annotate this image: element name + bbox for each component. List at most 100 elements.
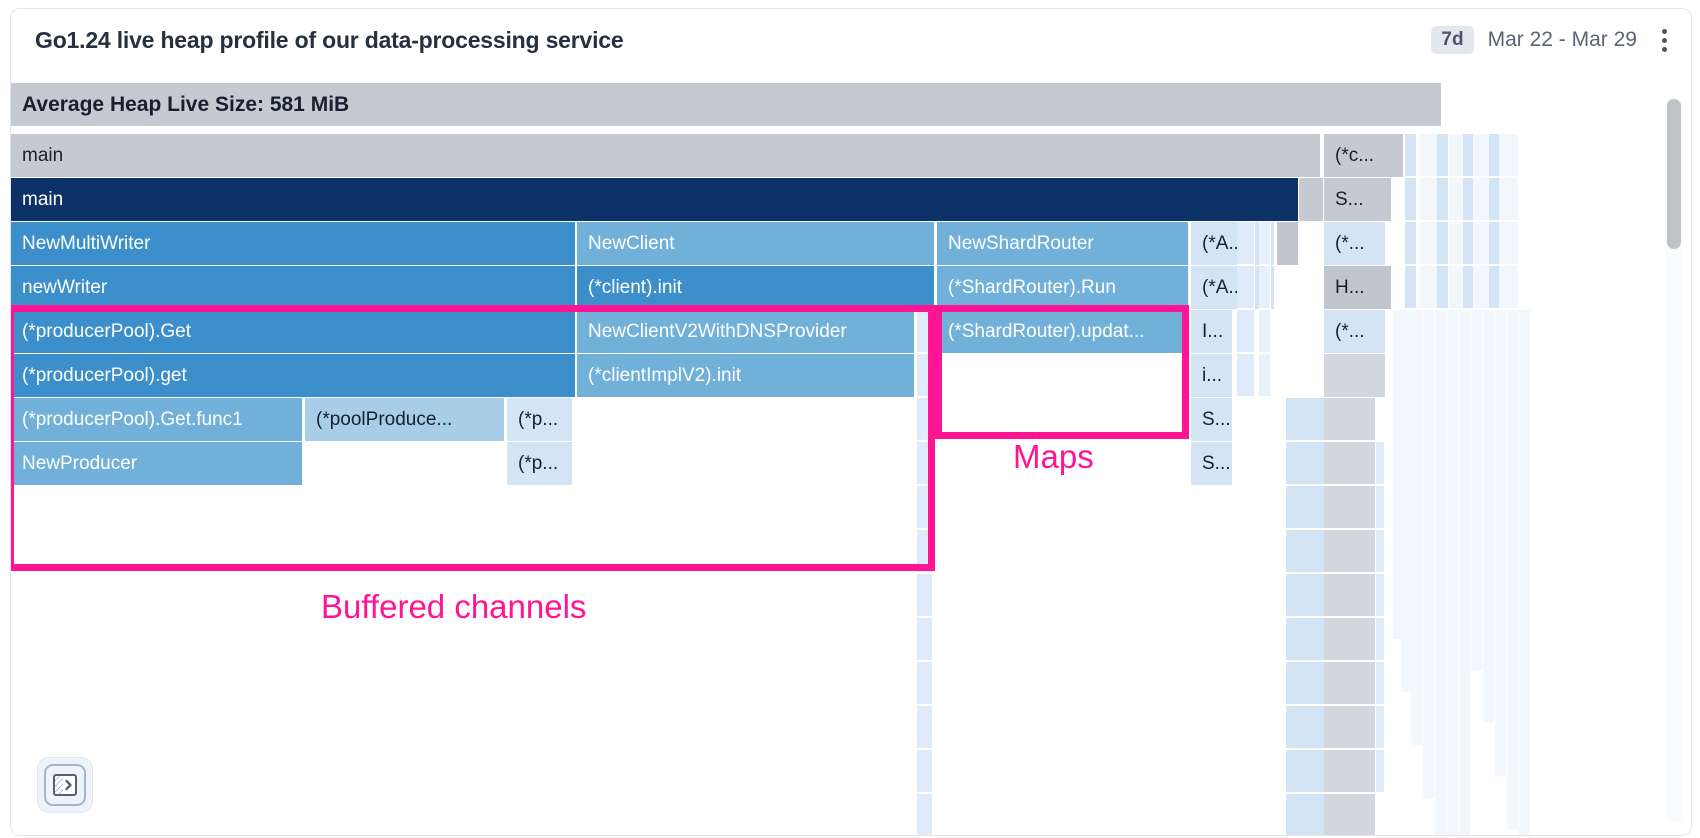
flame-frame[interactable]: NewProducer <box>11 442 303 486</box>
flame-frame-decorative[interactable] <box>1237 266 1255 309</box>
flame-frame[interactable]: NewMultiWriter <box>11 222 576 266</box>
flame-frame-decorative[interactable] <box>1495 310 1507 777</box>
flamegraph-row: newWriter(*client).init(*ShardRouter).Ru… <box>11 266 1624 310</box>
flame-frame[interactable]: (*poolProduce... <box>305 398 505 442</box>
flame-frame-decorative[interactable] <box>1507 178 1519 221</box>
time-range-badge[interactable]: 7d <box>1431 26 1474 54</box>
flame-frame-decorative[interactable] <box>1507 222 1519 265</box>
flame-frame-decorative[interactable] <box>1259 354 1271 397</box>
flame-frame[interactable]: (*producerPool).get <box>11 354 576 398</box>
flame-frame-decorative[interactable] <box>917 750 933 793</box>
flame-frame[interactable]: S... <box>1324 178 1392 222</box>
flame-frame[interactable]: NewClientV2WithDNSProvider <box>577 310 915 354</box>
flame-frame-decorative[interactable] <box>1507 134 1519 177</box>
total-label[interactable]: Average Heap Live Size: 581 MiB <box>11 83 1441 127</box>
flame-frame-decorative[interactable] <box>1324 662 1376 705</box>
flame-frame-decorative[interactable] <box>1447 310 1459 835</box>
kebab-menu-icon[interactable] <box>1651 25 1677 55</box>
flame-frame-decorative[interactable] <box>1259 310 1271 353</box>
flame-frame-decorative[interactable] <box>1507 310 1519 830</box>
flame-frame[interactable]: i... <box>1191 354 1233 398</box>
flame-frame[interactable]: main <box>11 134 1321 178</box>
flame-frame-decorative[interactable] <box>1324 530 1376 573</box>
flame-frame-decorative[interactable] <box>1423 310 1435 799</box>
flame-frame[interactable]: (*ShardRouter).Run <box>937 266 1189 310</box>
flame-frame-decorative[interactable] <box>1405 134 1417 177</box>
flame-frame-decorative[interactable] <box>1437 134 1449 177</box>
flame-frame-decorative[interactable] <box>1324 398 1376 441</box>
flame-frame-decorative[interactable] <box>1437 266 1449 309</box>
flame-frame-decorative[interactable] <box>1483 310 1495 724</box>
flame-frame[interactable]: (*p... <box>507 442 573 486</box>
flame-frame-decorative[interactable] <box>917 574 933 617</box>
flame-frame[interactable]: I... <box>1191 310 1233 354</box>
flame-frame[interactable]: (*producerPool).Get <box>11 310 576 354</box>
flame-frame[interactable]: S... <box>1191 442 1233 486</box>
flame-frame-empty[interactable] <box>1277 222 1299 266</box>
flame-frame-decorative[interactable] <box>1519 310 1531 835</box>
flame-frame[interactable]: (*producerPool).Get.func1 <box>11 398 303 442</box>
flame-frame-decorative[interactable] <box>1324 618 1376 661</box>
flame-frame-decorative[interactable] <box>917 442 933 485</box>
flame-frame-decorative[interactable] <box>1324 794 1376 835</box>
flame-frame-decorative[interactable] <box>1324 574 1376 617</box>
flame-frame-decorative[interactable] <box>1437 178 1449 221</box>
expand-panel-button[interactable] <box>37 757 93 813</box>
flamegraph-row: main S... <box>11 178 1624 222</box>
flame-frame[interactable]: (*... <box>1324 310 1386 354</box>
flame-frame[interactable]: main <box>11 178 1299 222</box>
flame-frame[interactable]: NewClient <box>577 222 935 266</box>
vertical-scrollbar[interactable] <box>1665 97 1683 823</box>
flame-frame-decorative[interactable] <box>1324 442 1376 485</box>
flame-frame-decorative[interactable] <box>1507 266 1519 309</box>
flame-frame-decorative[interactable] <box>917 310 933 353</box>
flame-frame[interactable]: (*p... <box>507 398 573 442</box>
flame-frame-decorative[interactable] <box>917 486 933 529</box>
flame-frame[interactable]: H... <box>1324 266 1392 310</box>
flame-frame-decorative[interactable] <box>917 706 933 749</box>
flame-frame-decorative[interactable] <box>1405 178 1417 221</box>
flame-frame-decorative[interactable] <box>1237 310 1255 353</box>
flame-frame[interactable]: (*c... <box>1324 134 1404 178</box>
flame-frame-decorative[interactable] <box>1259 222 1271 265</box>
kebab-dot <box>1661 28 1667 34</box>
flame-frame-decorative[interactable] <box>1411 310 1423 746</box>
flame-frame[interactable]: (*client).init <box>577 266 935 310</box>
flame-frame-decorative[interactable] <box>1435 310 1447 835</box>
flame-frame-decorative[interactable] <box>917 794 933 835</box>
date-range-label[interactable]: Mar 22 - Mar 29 <box>1487 28 1637 51</box>
flamegraph-row: (*producerPool).Get.func1(*poolProduce..… <box>11 398 1624 442</box>
flame-frame-decorative[interactable] <box>1459 310 1471 835</box>
flame-frame-decorative[interactable] <box>1324 486 1376 529</box>
flamegraph-panel: Go1.24 live heap profile of our data-pro… <box>10 8 1692 836</box>
flame-frame-decorative[interactable] <box>917 398 933 441</box>
flame-frame-decorative[interactable] <box>1324 706 1376 749</box>
flame-frame-decorative[interactable] <box>1405 266 1417 309</box>
flame-frame[interactable]: newWriter <box>11 266 576 310</box>
flame-frame-decorative[interactable] <box>917 618 933 661</box>
flame-frame-decorative[interactable] <box>1437 222 1449 265</box>
expand-panel-icon <box>44 764 86 806</box>
flame-frame-decorative[interactable] <box>1324 750 1376 793</box>
flame-frame[interactable]: (*ShardRouter).updat... <box>937 310 1189 354</box>
flame-frame-empty[interactable] <box>1299 178 1324 222</box>
flame-frame-decorative[interactable] <box>1405 222 1417 265</box>
flame-frame-decorative[interactable] <box>1237 222 1255 265</box>
flame-frame-decorative[interactable] <box>917 530 933 573</box>
scrollbar-thumb[interactable] <box>1667 99 1681 249</box>
flamegraph-row: main(*c... <box>11 134 1624 178</box>
flamegraph-row: (*producerPool).get(*clientImplV2).init i… <box>11 354 1624 398</box>
flame-frame-decorative[interactable] <box>1259 266 1271 309</box>
flame-frame[interactable]: (*clientImplV2).init <box>577 354 915 398</box>
flame-frame-decorative[interactable] <box>1471 310 1483 671</box>
flame-frame-decorative[interactable] <box>1237 354 1255 397</box>
annotation-label-buffered-channels: Buffered channels <box>321 588 587 625</box>
flame-frame-empty[interactable] <box>1324 354 1386 398</box>
flame-frame-decorative[interactable] <box>917 662 933 705</box>
flame-frame-decorative[interactable] <box>917 354 933 397</box>
flame-frame[interactable]: (*... <box>1324 222 1386 266</box>
flamegraph-viewport[interactable]: Average Heap Live Size: 581 MiB main(*c.… <box>11 83 1691 835</box>
flame-frame[interactable]: NewShardRouter <box>937 222 1189 266</box>
flame-frame[interactable]: S... <box>1191 398 1233 442</box>
